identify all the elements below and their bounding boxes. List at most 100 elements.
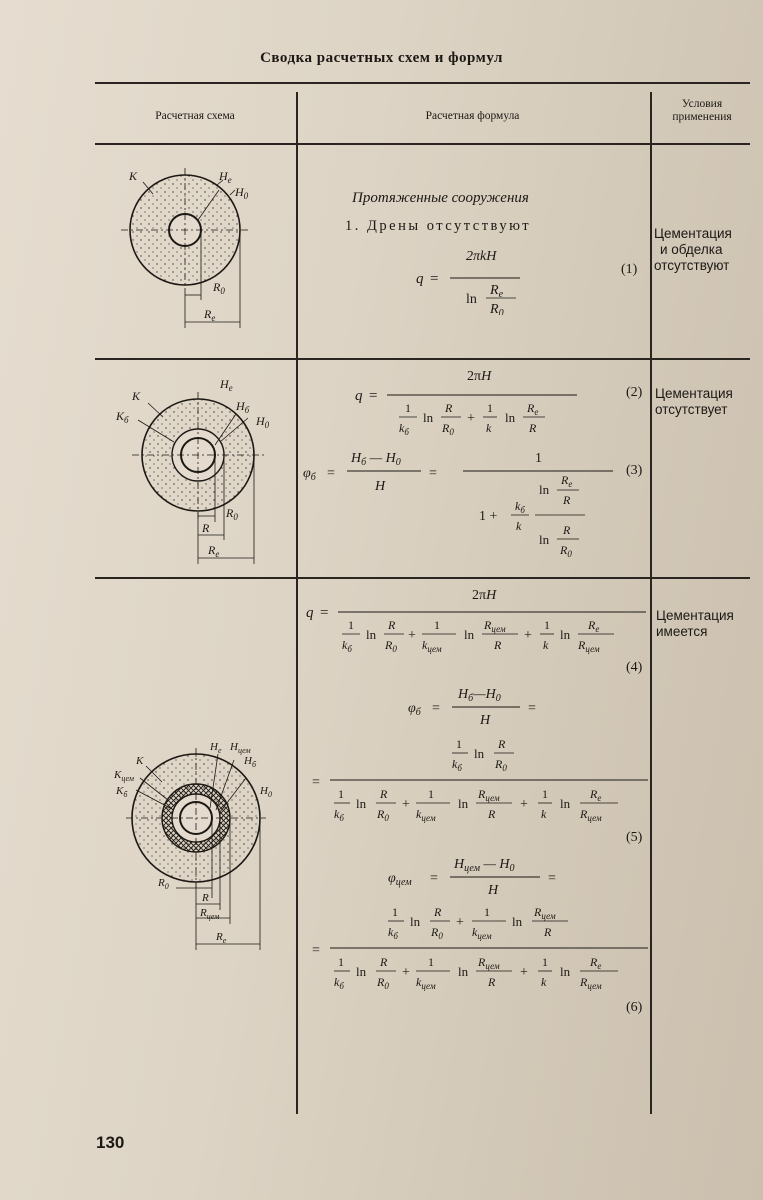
svg-text:R0: R0 bbox=[225, 506, 238, 522]
scheme-diagram-1: K He H0 R0 Re bbox=[115, 150, 290, 340]
svg-text:Hб: Hб bbox=[235, 399, 250, 415]
svg-text:=: = bbox=[312, 943, 320, 958]
svg-text:+: + bbox=[402, 965, 410, 980]
svg-text:H: H bbox=[479, 713, 491, 728]
svg-text:H: H bbox=[374, 479, 386, 494]
svg-text:kб: kб bbox=[515, 499, 525, 515]
svg-text:+: + bbox=[456, 915, 464, 930]
svg-text:1: 1 bbox=[405, 401, 411, 415]
svg-text:=: = bbox=[430, 871, 438, 886]
svg-text:R0: R0 bbox=[559, 543, 572, 559]
svg-text:R: R bbox=[487, 975, 496, 989]
svg-text:k: k bbox=[486, 421, 492, 435]
svg-text:1: 1 bbox=[428, 787, 434, 801]
svg-text:kб: kб bbox=[334, 807, 344, 823]
conditions-row1-line3: отсутствуют bbox=[654, 258, 730, 273]
svg-text:ln: ln bbox=[464, 627, 475, 642]
svg-text:1: 1 bbox=[535, 451, 542, 466]
svg-text:Rцем: Rцем bbox=[579, 807, 602, 823]
svg-text:1: 1 bbox=[484, 905, 490, 919]
svg-text:1: 1 bbox=[456, 737, 462, 751]
section-subheading: 1. Дрены отсутствуют bbox=[345, 218, 532, 234]
row1-bottom-rule bbox=[95, 358, 750, 360]
svg-text:Hб: Hб bbox=[243, 755, 257, 769]
conditions-row1: Цементация и обделка отсутствуют bbox=[654, 226, 732, 274]
svg-text:q: q bbox=[355, 388, 363, 404]
equation-number-4: (4) bbox=[626, 660, 643, 675]
svg-text:=: = bbox=[429, 466, 437, 481]
svg-text:Re: Re bbox=[526, 401, 538, 417]
svg-text:ln: ln bbox=[505, 410, 516, 425]
formula-5: 1 kб ln R R0 = 1 kб ln R R0 + 1 kцем ln … bbox=[312, 732, 652, 837]
svg-text:He: He bbox=[219, 377, 233, 393]
svg-text:+: + bbox=[402, 797, 410, 812]
svg-text:Re: Re bbox=[207, 543, 219, 559]
svg-text:Rцем: Rцем bbox=[533, 905, 556, 921]
svg-text:1 +: 1 + bbox=[479, 509, 498, 524]
svg-text:Re: Re bbox=[560, 473, 572, 489]
svg-text:=: = bbox=[327, 466, 335, 481]
svg-text:ln: ln bbox=[512, 914, 523, 929]
svg-text:Rцем: Rцем bbox=[577, 638, 600, 654]
svg-text:=: = bbox=[548, 871, 556, 886]
svg-text:H: H bbox=[487, 883, 499, 898]
formula-4: q = 2πH 1 kб ln R R0 + 1 kцем ln Rцем R … bbox=[304, 585, 649, 662]
svg-text:+: + bbox=[408, 628, 416, 643]
svg-text:Kцем: Kцем bbox=[113, 769, 134, 783]
svg-text:=: = bbox=[430, 271, 438, 287]
header-conditions-line1: Условия bbox=[681, 98, 723, 110]
svg-text:R: R bbox=[562, 493, 571, 507]
svg-text:kб: kб bbox=[334, 975, 344, 991]
conditions-row2: Цементация отсутствует bbox=[655, 386, 733, 418]
svg-text:ln: ln bbox=[356, 964, 367, 979]
svg-text:R: R bbox=[493, 638, 502, 652]
header-bottom-rule bbox=[95, 143, 750, 145]
header-conditions: Условия применения bbox=[652, 98, 752, 124]
svg-text:R: R bbox=[562, 523, 571, 537]
header-conditions-line2: применения bbox=[672, 111, 732, 123]
row2-bottom-rule bbox=[95, 577, 750, 579]
conditions-row3: Цементация имеется bbox=[656, 608, 734, 640]
svg-text:ln: ln bbox=[539, 482, 550, 497]
svg-text:R0: R0 bbox=[157, 877, 169, 891]
svg-text:q: q bbox=[306, 605, 314, 621]
svg-text:Rцем: Rцем bbox=[483, 618, 506, 634]
svg-text:R: R bbox=[444, 401, 453, 415]
svg-text:kцем: kцем bbox=[416, 975, 436, 991]
svg-text:Re: Re bbox=[203, 307, 215, 323]
svg-text:H0: H0 bbox=[234, 185, 249, 201]
svg-text:1: 1 bbox=[348, 618, 354, 632]
svg-text:Re: Re bbox=[589, 955, 601, 971]
svg-text:φцем: φцем bbox=[388, 871, 412, 888]
formula-3: φб = Hб — H0 H = 1 ln Re R 1 + kб k ln R… bbox=[303, 440, 623, 570]
svg-text:+: + bbox=[520, 965, 528, 980]
svg-text:φб: φб bbox=[408, 701, 422, 718]
svg-text:R0: R0 bbox=[441, 421, 454, 437]
section-heading: Протяженные сооружения bbox=[352, 190, 529, 206]
svg-text:K: K bbox=[135, 755, 144, 767]
equation-number-3: (3) bbox=[626, 463, 643, 478]
scheme-diagram-2: K He Kб Hб H0 R0 R Re bbox=[108, 370, 288, 575]
svg-text:R0: R0 bbox=[494, 757, 507, 773]
svg-text:+: + bbox=[524, 628, 532, 643]
conditions-row3-line1: Цементация bbox=[656, 608, 734, 623]
svg-text:ln: ln bbox=[539, 532, 550, 547]
svg-text:q: q bbox=[416, 271, 424, 287]
header-scheme: Расчетная схема bbox=[155, 110, 235, 122]
svg-text:R: R bbox=[487, 807, 496, 821]
svg-text:R: R bbox=[201, 521, 210, 535]
svg-text:ln: ln bbox=[474, 746, 485, 761]
svg-text:K: K bbox=[128, 169, 138, 183]
svg-text:1: 1 bbox=[338, 787, 344, 801]
page-title: Сводка расчетных схем и формул bbox=[260, 50, 503, 66]
conditions-row3-line2: имеется bbox=[656, 624, 708, 639]
svg-text:ln: ln bbox=[366, 627, 377, 642]
svg-text:R0: R0 bbox=[489, 302, 504, 315]
formula-6-top: φцем = Hцем — H0 H = bbox=[388, 856, 578, 903]
svg-text:R: R bbox=[543, 925, 552, 939]
conditions-row1-line1: Цементация bbox=[654, 226, 732, 241]
svg-text:R: R bbox=[433, 905, 442, 919]
svg-text:R0: R0 bbox=[430, 925, 443, 941]
svg-text:ln: ln bbox=[560, 796, 571, 811]
